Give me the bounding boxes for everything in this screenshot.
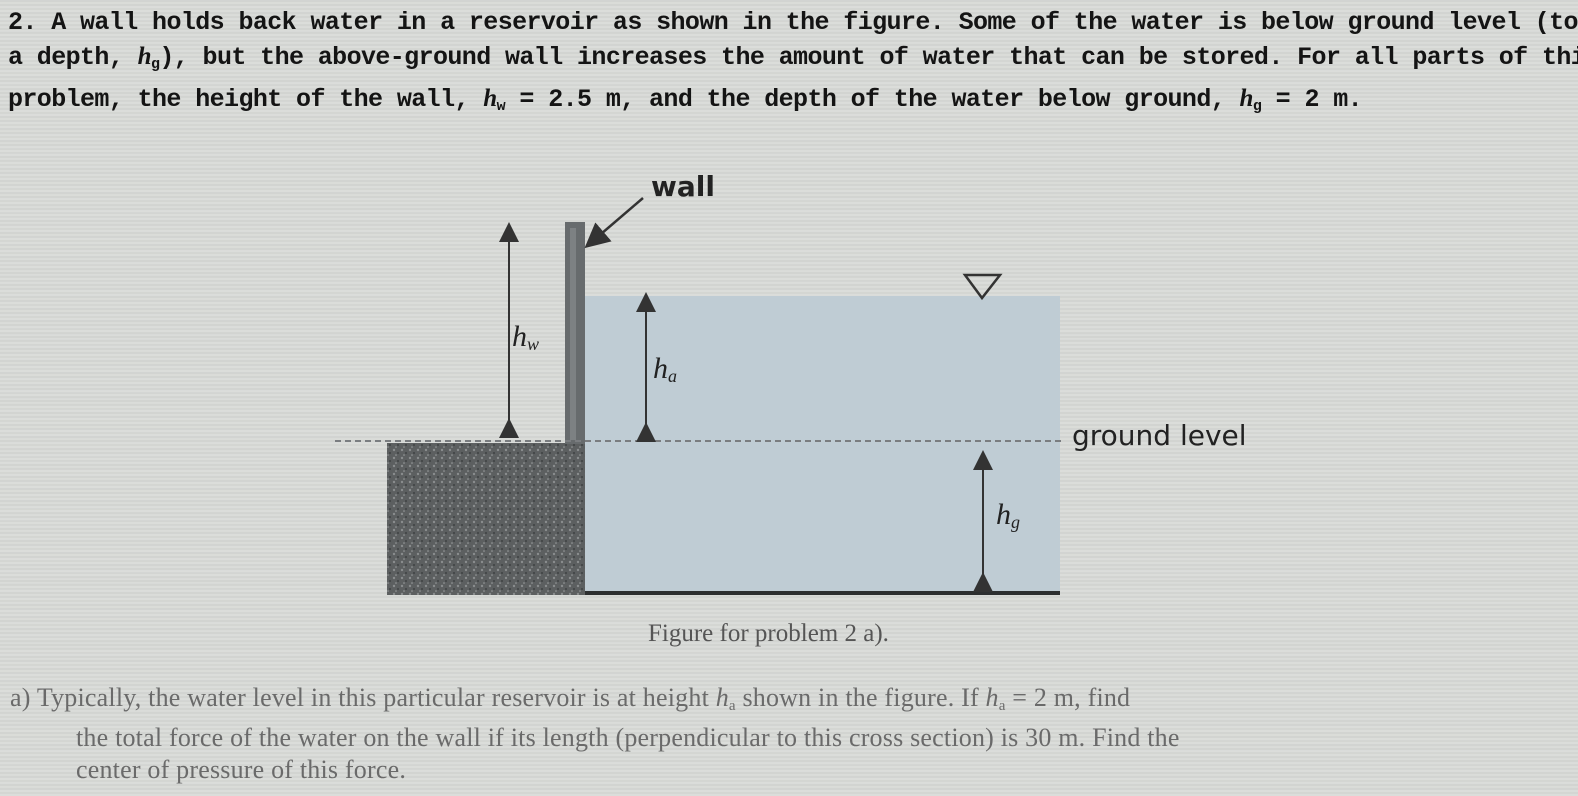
problem-line-3: problem, the height of the wall, hw = 2.… [8, 85, 1363, 115]
wall-label: wall [651, 170, 715, 203]
hw-label: hw [512, 320, 540, 354]
hg-label: hg [996, 498, 1020, 532]
free-surface-icon [962, 273, 1003, 301]
ground-level-label: ground level [1072, 419, 1247, 452]
problem-statement: 2. A wall holds back water in a reservoi… [8, 6, 1578, 124]
part-a-line-1: a) Typically, the water level in this pa… [10, 683, 1131, 714]
wall-pointer-arrow [584, 197, 644, 249]
part-a-marker: a) [10, 683, 31, 712]
ha-label: ha [653, 352, 677, 386]
part-a-line-2: the total force of the water on the wall… [76, 723, 1180, 752]
figure-caption: Figure for problem 2 a). [648, 620, 889, 647]
ground-soil [387, 443, 585, 595]
water-body [585, 296, 1060, 592]
problem-line-1: 2. A wall holds back water in a reservoi… [8, 8, 1578, 37]
part-a-question: a) Typically, the water level in this pa… [10, 682, 1570, 786]
problem-line-2: a depth, hg), but the above-ground wall … [8, 43, 1578, 73]
problem-number: 2. [8, 8, 37, 37]
part-a-line-3: center of pressure of this force. [76, 755, 407, 784]
